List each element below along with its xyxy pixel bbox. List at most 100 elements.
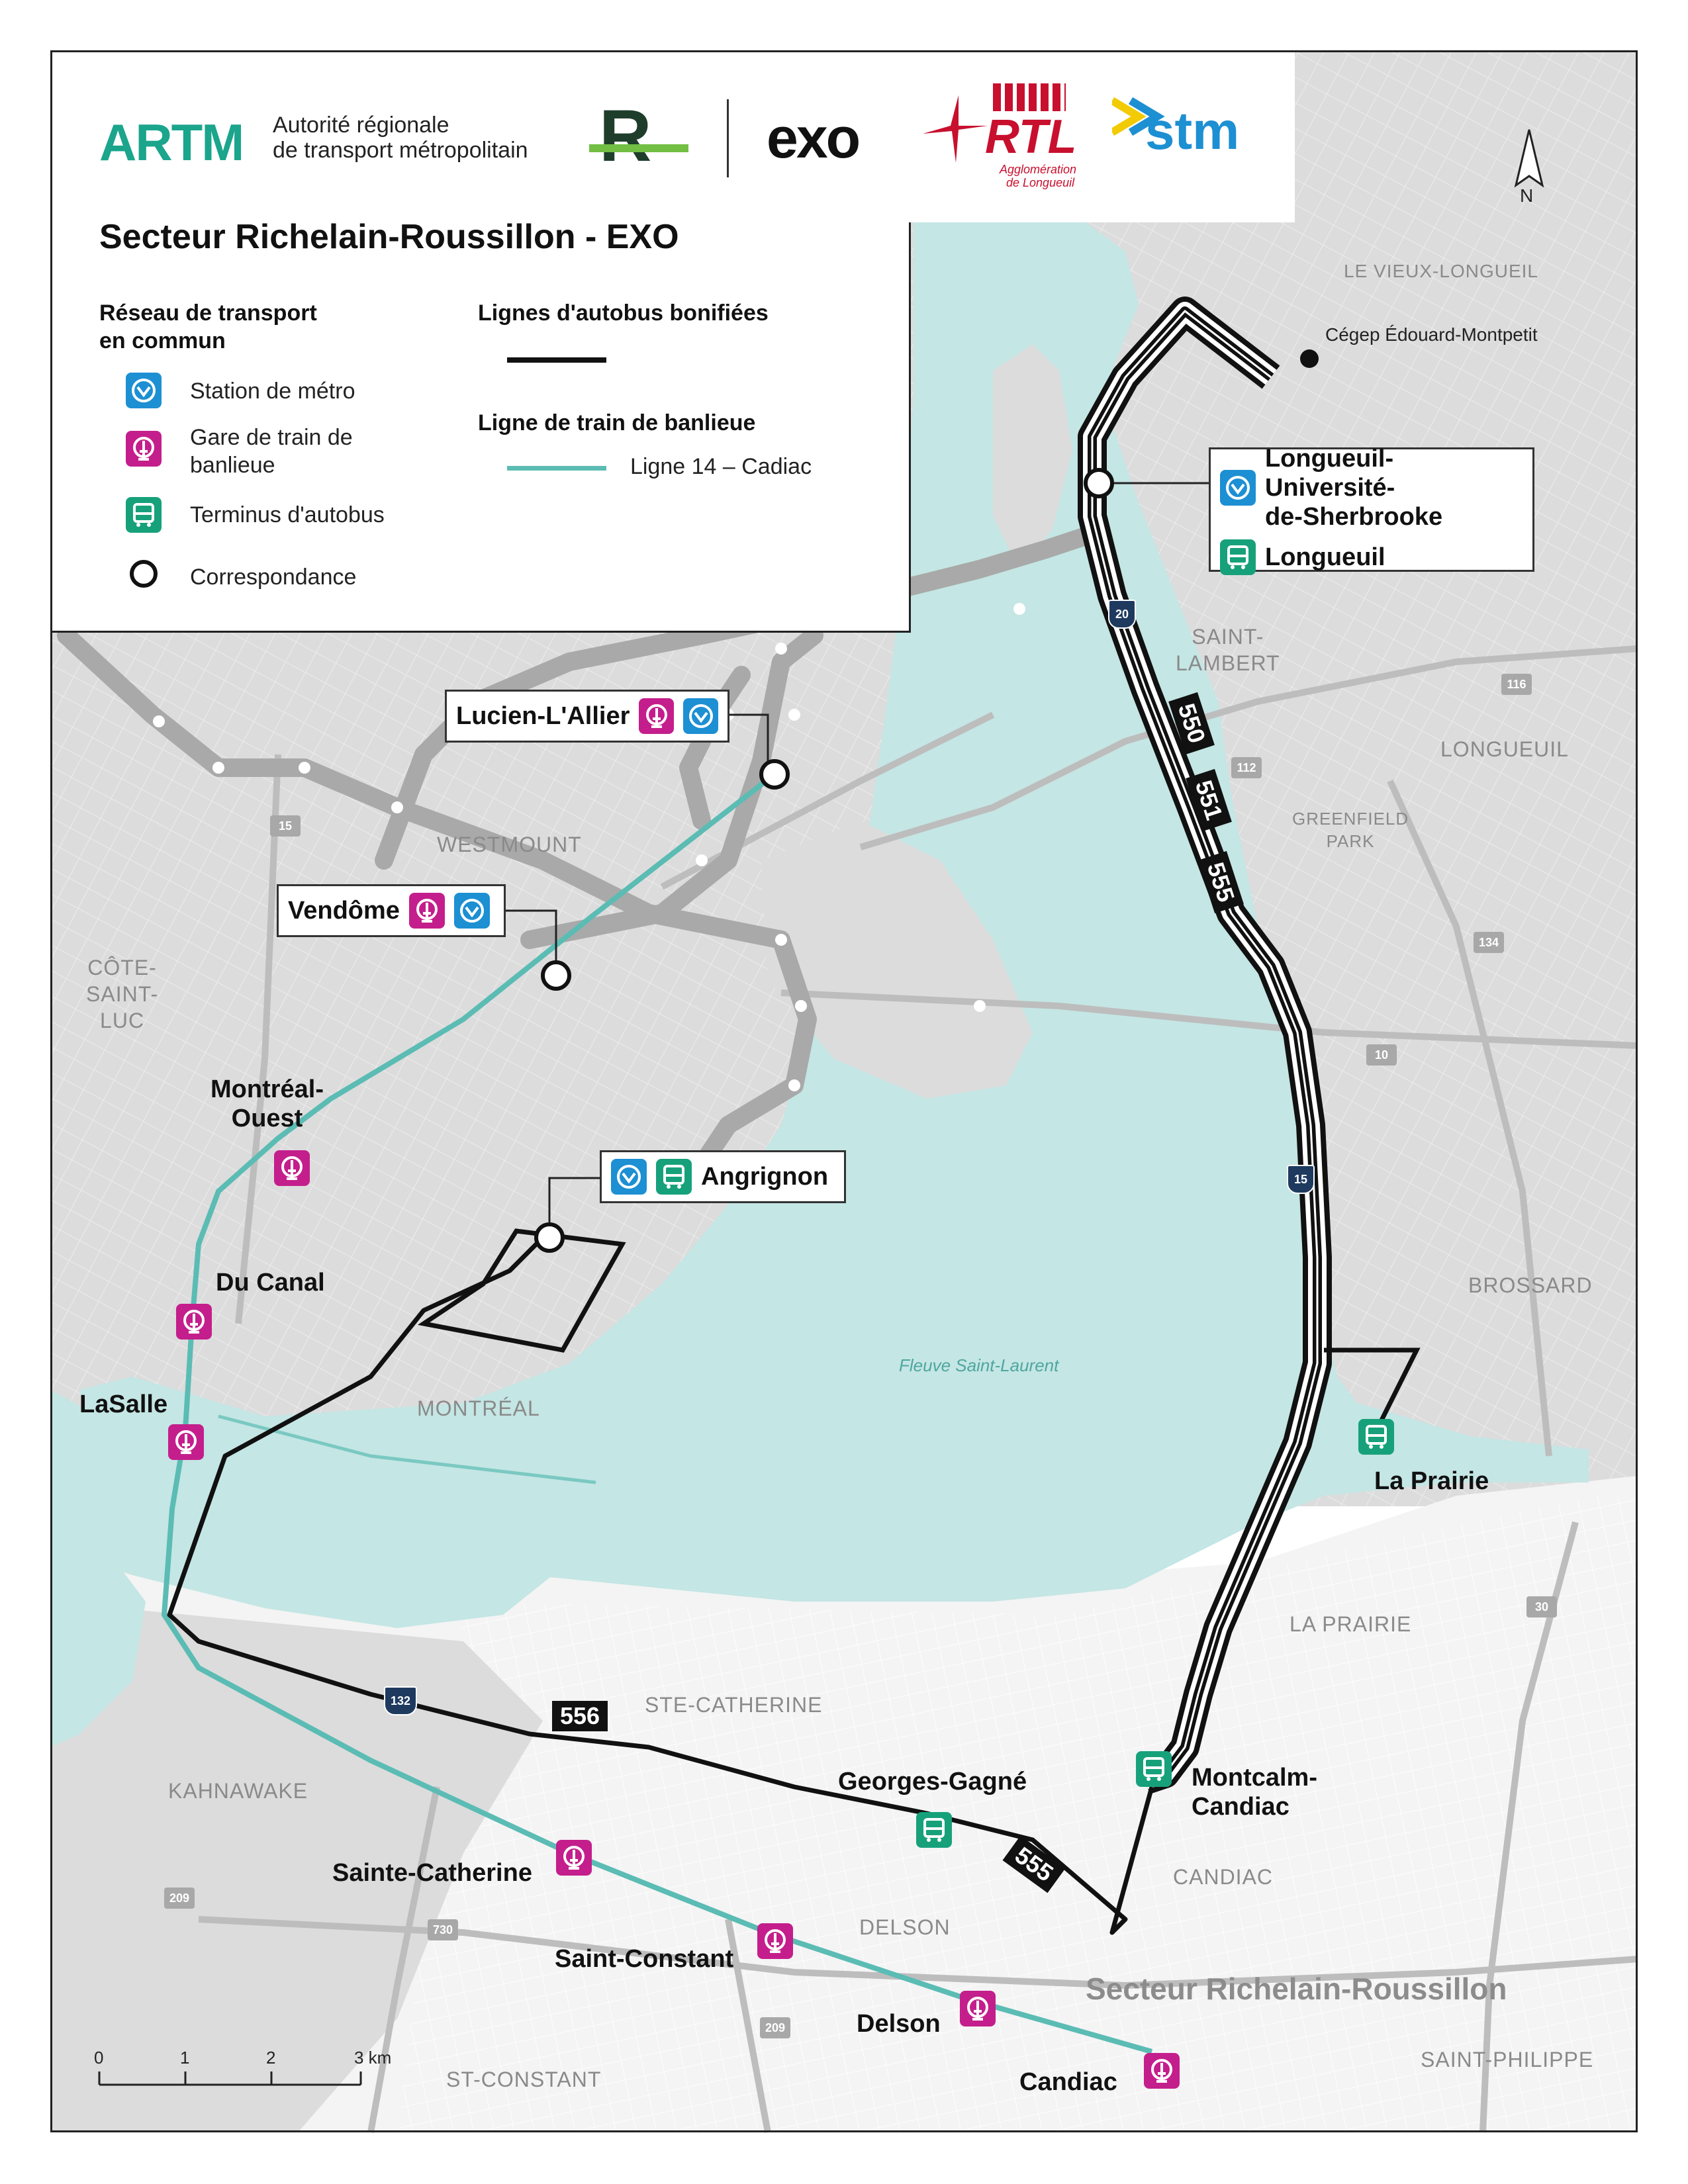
r-logo: R [599, 95, 652, 177]
train-station-candiac [1144, 2053, 1180, 2089]
place-saint-philippe: SAINT-PHILIPPE [1421, 2048, 1594, 2071]
highway-30-shield: 30 [1526, 1596, 1557, 1617]
bus-line-angrignon-loop [417, 1228, 626, 1353]
highway-116-shield: 116 [1501, 674, 1532, 695]
train-station-saint-constant [757, 1923, 793, 1959]
station-candiac: Candiac [1019, 2068, 1117, 2096]
metro-icon [611, 1159, 647, 1195]
kahnawake-land [50, 1602, 543, 2132]
bus-terminal-la-prairie [1358, 1419, 1394, 1455]
correspondance-icon [130, 560, 158, 588]
bus-terminal-georges-gagne [916, 1812, 952, 1848]
legend-network-heading: Réseau de transport en commun [99, 300, 317, 353]
highway-134-shield: 134 [1474, 932, 1504, 953]
place-montreal: MONTRÉAL [417, 1396, 540, 1420]
label-longueuil: Longueuil-Université- de-Sherbrooke Long… [1209, 445, 1534, 575]
land-south-streets [397, 1496, 1638, 2132]
bus-icon [656, 1159, 692, 1195]
north-label: N [1520, 185, 1534, 206]
exo-logo: exo [767, 107, 861, 170]
label-angrignon: Angrignon [600, 1150, 846, 1203]
station-montreal-ouest: Montréal- Ouest [211, 1075, 324, 1132]
place-kahnawake: KAHNAWAKE [168, 1779, 308, 1803]
scale-bar [98, 2071, 362, 2086]
highway-209-shield-west: 209 [164, 1888, 195, 1909]
metro-green-line [57, 626, 817, 1174]
legend-train-line: Ligne 14 – Cadiac [630, 454, 812, 479]
rtl-sub1: Agglomération [1000, 163, 1077, 176]
river-west [50, 1390, 569, 1628]
bus-lines-550-551-555 [1078, 296, 1332, 1794]
legend-train: Gare de train de banlieue [190, 425, 353, 478]
highway-20-shield: 20 [1108, 600, 1136, 629]
logo-divider [727, 99, 729, 177]
place-longueuil: LONGUEUIL [1440, 737, 1569, 761]
rtl-people-icon [993, 83, 1066, 111]
rtl-star-icon [919, 93, 992, 165]
place-saint-lambert: SAINT- LAMBERT [1176, 625, 1280, 675]
place-ste-catherine: STE-CATHERINE [645, 1693, 823, 1717]
metro-icon [683, 698, 718, 734]
highway-730-shield: 730 [428, 1919, 458, 1940]
place-la-prairie: LA PRAIRIE [1289, 1612, 1412, 1636]
metro-orange-west [520, 626, 823, 949]
station-longueuil-metro: Longueuil-Université- de-Sherbrooke [1264, 445, 1443, 531]
station-la-prairie: La Prairie [1374, 1467, 1489, 1495]
legend-bus-heading: Lignes d'autobus bonifiées [478, 300, 769, 326]
highway-15-shield: 15 [270, 815, 301, 837]
rtl-logo: RTL [985, 111, 1077, 163]
train-station-delson [960, 1991, 996, 2026]
label-leaders [503, 482, 1211, 1231]
highway-10-shield: 10 [1366, 1044, 1397, 1066]
highway-15-shield-south: 15 [1287, 1165, 1315, 1194]
legend-train-swatch [507, 466, 606, 471]
place-brossard: BROSSARD [1468, 1273, 1593, 1297]
bus-icon [1220, 539, 1256, 575]
highway-132-shield: 132 [384, 1686, 417, 1715]
bus-line-556 [167, 1229, 1154, 1935]
metro-icon [1220, 470, 1256, 506]
station-delson: Delson [857, 2010, 941, 2038]
scale-0: 0 [94, 2048, 104, 2068]
place-greenfield: GREENFIELD PARK [1292, 809, 1409, 851]
highway-112-shield: 112 [1231, 757, 1262, 778]
island-notre-dame [993, 344, 1072, 569]
rtl-sub2: de Longueuil [1006, 176, 1075, 189]
bus-icon [126, 497, 162, 533]
metro-icon [126, 373, 162, 408]
train-icon [126, 431, 162, 467]
train-icon [408, 893, 445, 929]
map-title: Secteur Richelain-Roussillon - EXO [99, 218, 679, 256]
stm-arrow-icon [1109, 97, 1165, 140]
scale-3: 3 km [354, 2048, 392, 2068]
correspondance-circles [534, 468, 1114, 1253]
sector-label: Secteur Richelain-Roussillon [1086, 1972, 1507, 2006]
route-badge-556: 556 [552, 1701, 608, 1731]
label-vendome: Vendôme [277, 884, 506, 937]
highway-209-shield-east: 209 [760, 2017, 790, 2038]
train-station-lasalle [168, 1424, 204, 1460]
train-station-sainte-catherine [556, 1840, 592, 1876]
metro-stations-dots [153, 603, 1025, 1091]
station-montcalm: Montcalm- Candiac [1192, 1764, 1317, 1821]
station-du-canal: Du Canal [216, 1269, 325, 1297]
label-lucien: Lucien-L'Allier [445, 690, 729, 743]
stm-logo: stm [1145, 101, 1240, 160]
place-vieux-longueuil: LE VIEUX-LONGUEIL [1344, 261, 1538, 281]
station-georges: Georges-Gagné [838, 1768, 1027, 1796]
station-lucien: Lucien-L'Allier [456, 702, 630, 730]
legend-panel [50, 222, 911, 633]
artm-line2: de transport métropolitain [273, 138, 528, 163]
station-longueuil-bus: Longueuil [1265, 543, 1385, 571]
cegep-dot [1300, 349, 1319, 368]
station-saint-constant: Saint-Constant [555, 1945, 734, 1973]
label-cegep: Cégep Édouard-Montpetit [1325, 324, 1538, 345]
place-cote-saint-luc: CÔTE- SAINT- LUC [86, 956, 159, 1032]
north-arrow-icon [1514, 129, 1544, 188]
scale-1: 1 [180, 2048, 190, 2068]
train-icon [639, 698, 675, 734]
artm-logo: ARTM [99, 113, 244, 171]
place-delson: DELSON [859, 1915, 951, 1939]
bus-terminal-montcalm [1136, 1751, 1172, 1787]
island-nun [761, 821, 1033, 1099]
